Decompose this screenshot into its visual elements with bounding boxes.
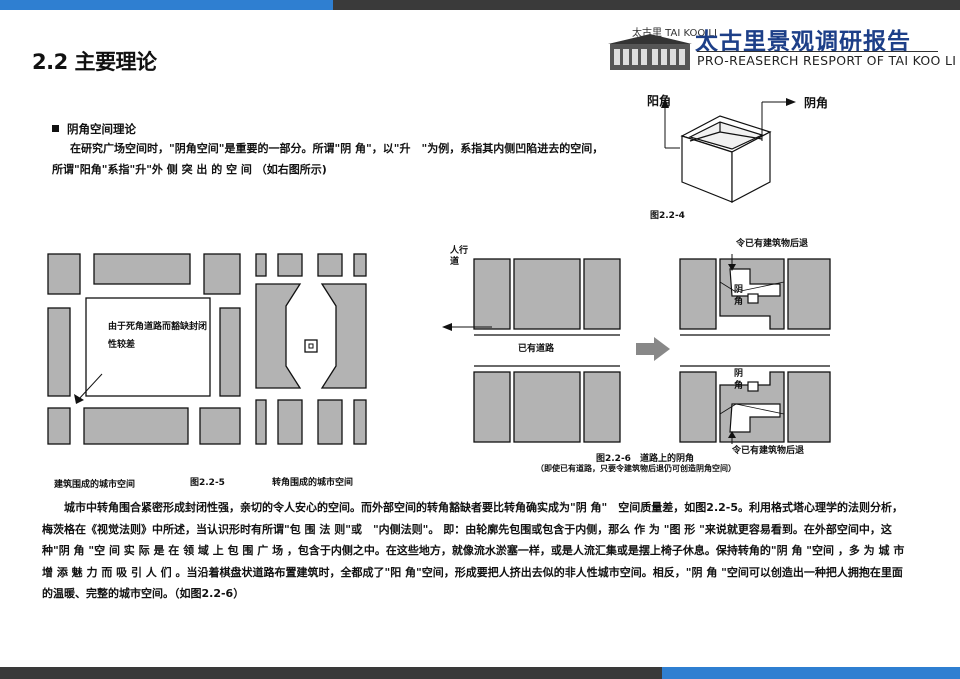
logo-subtitle: PRO-REASERCH RESPORT OF TAI KOO LI [697, 53, 957, 68]
top-bar [0, 0, 960, 10]
figure-corner-blocks [255, 253, 367, 445]
building-logo-icon [608, 34, 692, 70]
bottom-bar [0, 667, 960, 679]
label-yin-corner: 阴角 [804, 96, 829, 110]
subsection-title: 阴角空间理论 [52, 121, 136, 137]
bottom-bar-accent [662, 667, 960, 679]
figure-road-original [442, 258, 621, 443]
setback-label-top: 令已有建筑物后退 [736, 239, 809, 249]
setback-label-bottom: 令已有建筑物后退 [732, 446, 805, 456]
sidewalk-label: 人行道 [450, 246, 469, 267]
logo-title: 太古里景观调研报告 [695, 29, 911, 55]
section-heading: 2.2 主要理论 [32, 50, 157, 74]
yin-corner-label-bottom: 阴角 [734, 369, 744, 391]
figure-4-caption: 图2.2-4 [650, 211, 685, 221]
transform-arrow-icon [636, 337, 670, 361]
yang-arrow-head [661, 98, 669, 108]
yin-arrow-head [786, 98, 796, 106]
figure-5-caption-left: 建筑围成的城市空间 [54, 480, 136, 490]
logo-brand: 太古里 TAI KOO LI [632, 28, 717, 39]
yin-corner-label-top: 阴角 [734, 285, 744, 307]
label-yang-corner: 阳角 [647, 94, 672, 108]
figure-6-caption-note: （即使已有道路，只要令建筑物后退仍可创造阴角空间） [536, 464, 736, 473]
figure-grid-blocks [47, 253, 241, 445]
report-logo: 太古里 TAI KOO LI 太古里景观调研报告 PRO-REASERCH RE… [608, 22, 956, 74]
box-shape [680, 115, 772, 203]
square-bullet-icon [52, 125, 59, 132]
grid-annotation: 由于死角道路而豁缺封闭性较差 [108, 322, 208, 350]
intro-paragraph: 在研究广场空间时，"阴角空间"是重要的一部分。所谓"阴 角"，以"升 "为例，系… [52, 142, 604, 176]
logo-divider [697, 51, 938, 52]
figure-road-setback [679, 254, 831, 444]
road-label: 已有道路 [518, 344, 555, 354]
body-paragraph: 城市中转角围合紧密形成封闭性强，亲切的令人安心的空间。而外部空间的转角豁缺者要比… [42, 501, 905, 600]
figure-5-caption-right: 转角围成的城市空间 [272, 478, 354, 488]
top-bar-accent [0, 0, 333, 10]
figure-6-caption: 图2.2-6 道路上的阴角 [596, 454, 694, 464]
figure-5-caption-number: 图2.2-5 [190, 478, 225, 488]
subsection-title-text: 阴角空间理论 [67, 122, 136, 136]
figure-box-diagram [661, 98, 796, 203]
